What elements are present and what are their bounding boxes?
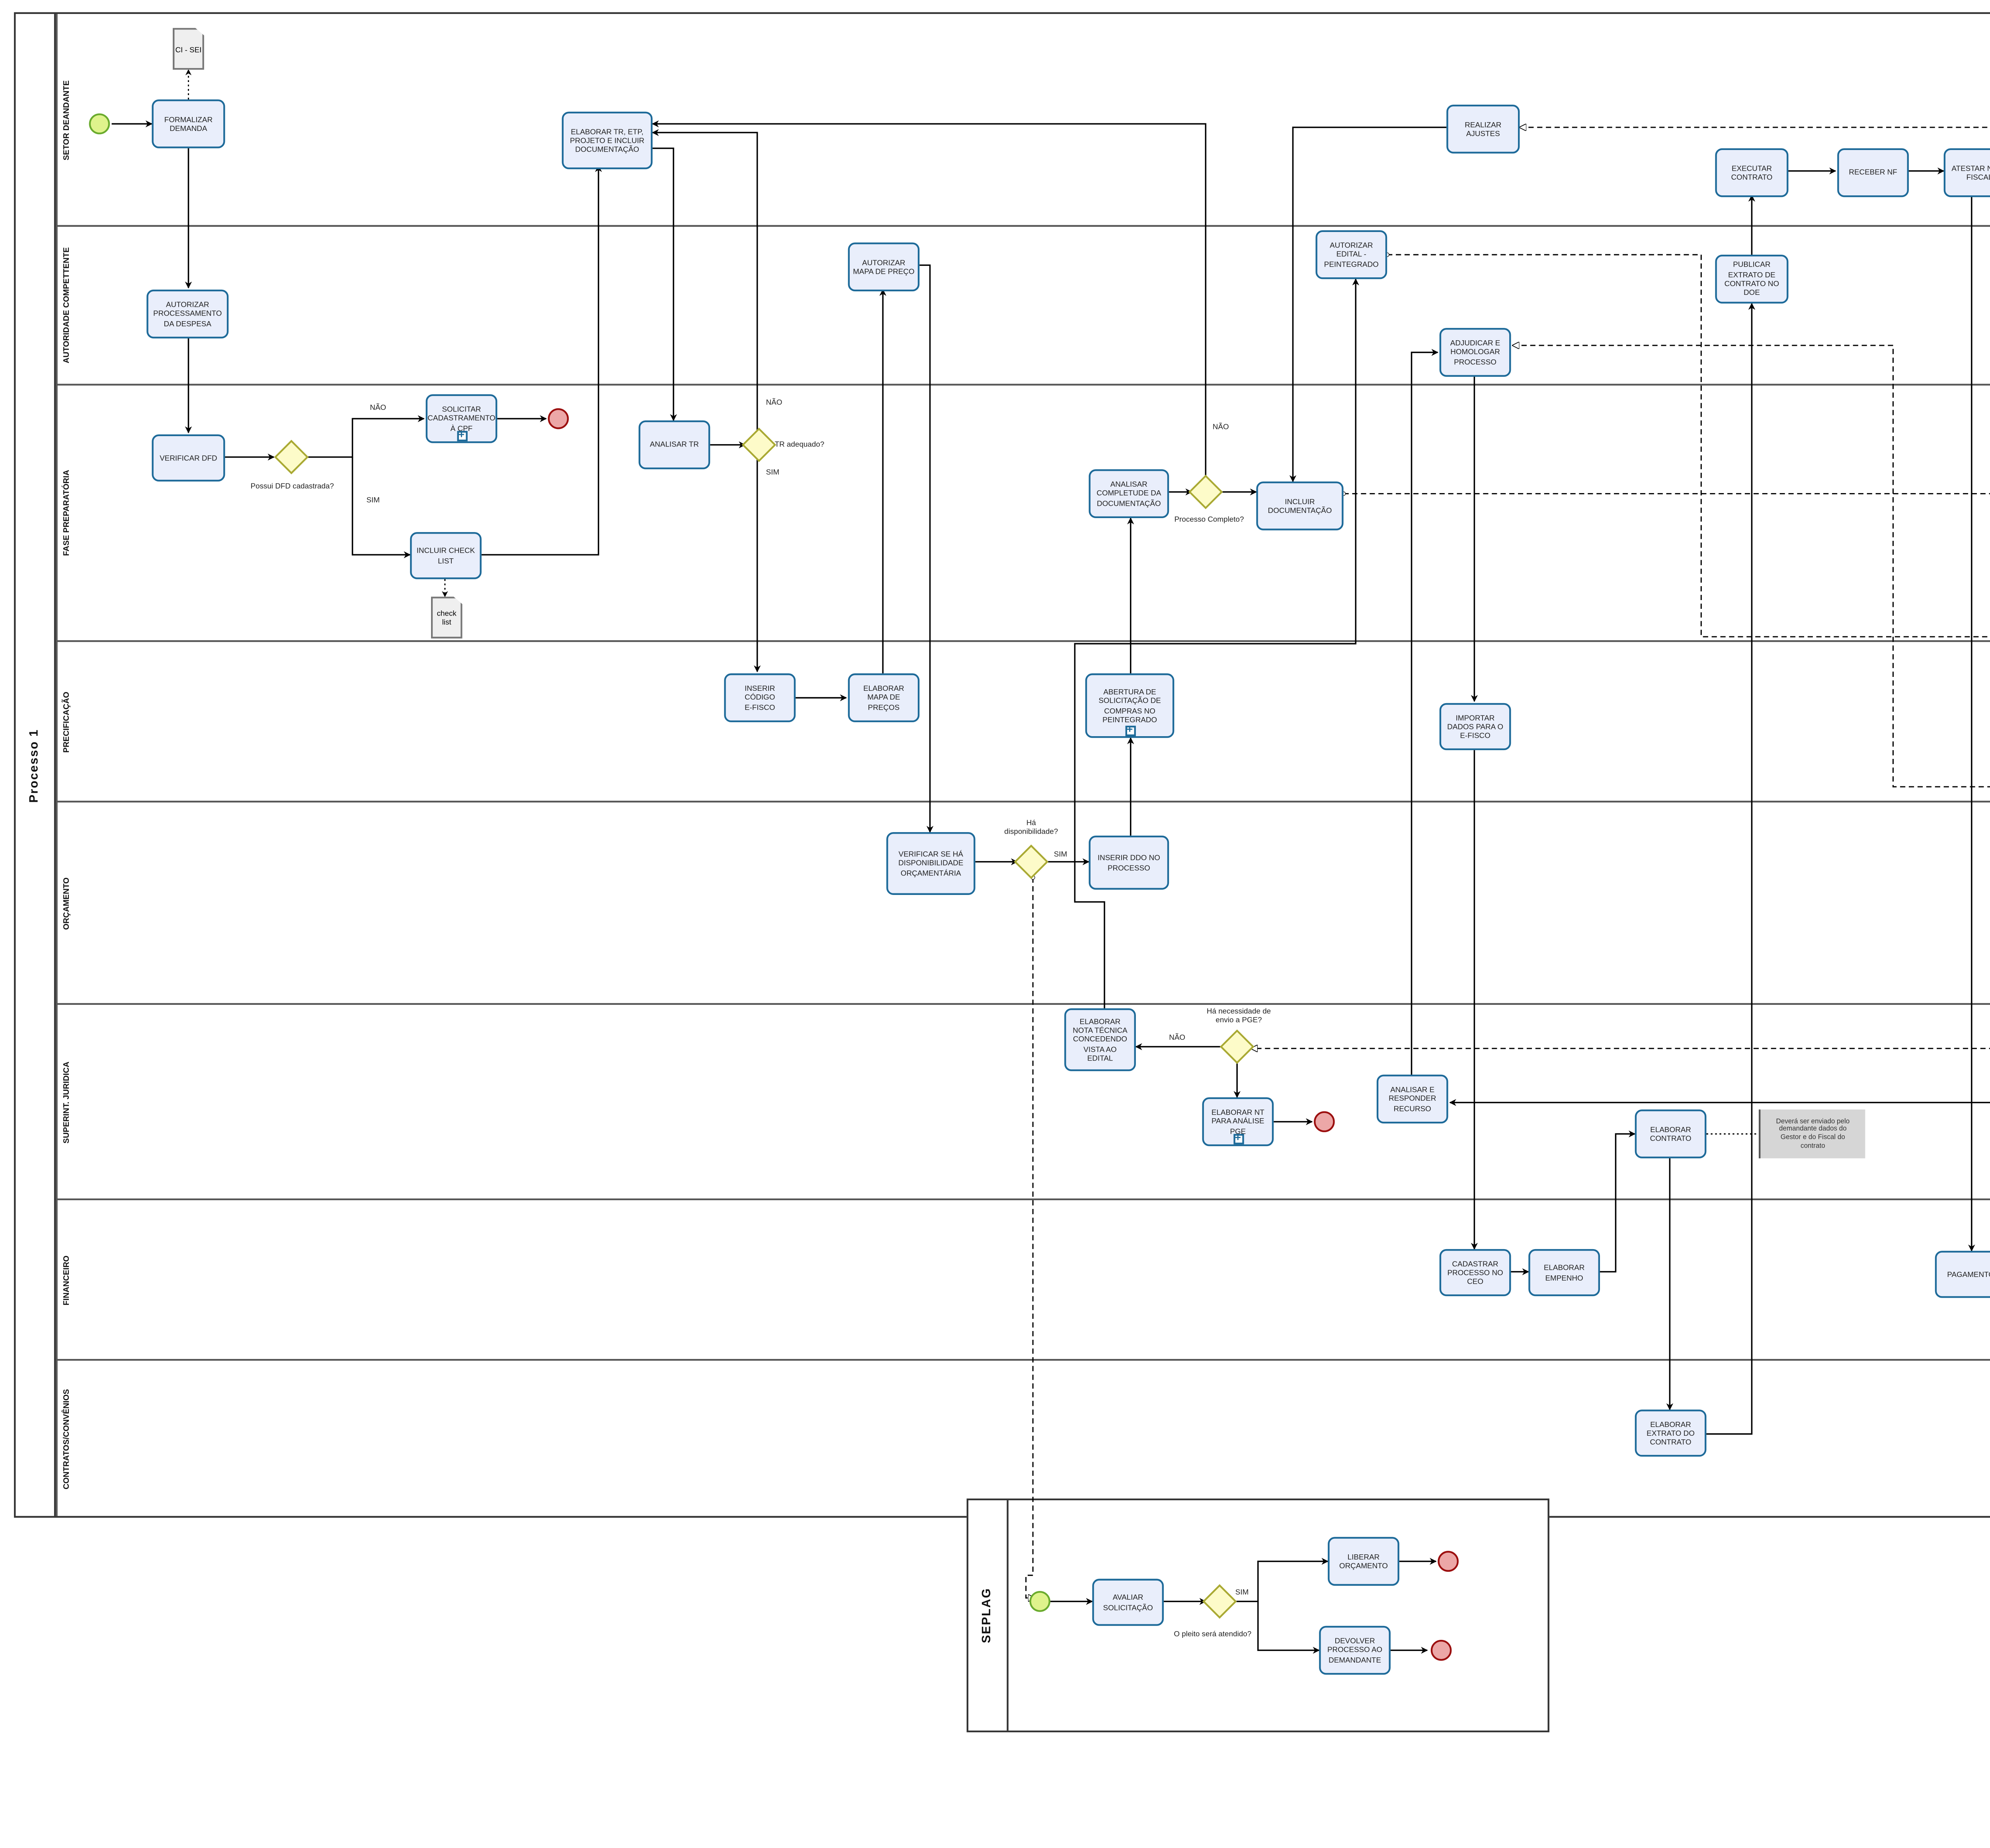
task-elaborar-empenho[interactable]: ELABORAR EMPENHO (1528, 1249, 1600, 1296)
task-adjudicar-homologar[interactable]: ADJUDICAR E HOMOLOGAR PROCESSO (1439, 328, 1511, 377)
end-event[interactable] (1314, 1111, 1335, 1133)
flow-label-nao: NÃO (1169, 1033, 1186, 1042)
flow-label-sim: SIM (1235, 1587, 1249, 1597)
flow-label-sim: SIM (366, 495, 380, 504)
annotation-note: Deverá ser enviado pelo demandante dados… (1758, 1109, 1865, 1158)
task-autorizar-despesa[interactable]: AUTORIZAR PROCESSAMENTO DA DESPESA (146, 289, 229, 339)
task-receber-nf[interactable]: RECEBER NF (1837, 148, 1909, 197)
flow-label-nao: NÃO (1212, 422, 1229, 431)
lane-autoridade: AUTORIDADE COMPETTENTE (56, 225, 1990, 384)
end-event[interactable] (1438, 1551, 1459, 1572)
gateway-label: O pleito será atendido? (1174, 1629, 1252, 1638)
task-analisar-recurso[interactable]: ANALISAR E RESPONDER RECURSO (1376, 1074, 1448, 1124)
lane-orcamento: ORÇAMENTO (56, 801, 1990, 1003)
task-verificar-dfd[interactable]: VERIFICAR DFD (152, 434, 225, 481)
task-elaborar-mapa-precos[interactable]: ELABORAR MAPA DE PREÇOS (848, 673, 920, 722)
start-event[interactable] (89, 113, 110, 135)
task-label: SOLICITAR CADASTRAMENTO À CPF (427, 405, 496, 432)
task-inserir-ddo[interactable]: INSERIR DDO NO PROCESSO (1089, 835, 1169, 890)
gateway-label: Há disponibilidade? (1004, 818, 1058, 836)
lane-header-divider (56, 14, 58, 1516)
task-elaborar-nota-tecnica[interactable]: ELABORAR NOTA TÉCNICA CONCEDENDO VISTA A… (1064, 1008, 1136, 1071)
task-elaborar-contrato[interactable]: ELABORAR CONTRATO (1635, 1109, 1707, 1158)
data-object-label: check list (437, 608, 457, 626)
pool-title: Processo 1 (29, 728, 41, 802)
task-verificar-disponibilidade[interactable]: VERIFICAR SE HÁ DISPONIBILIDADE ORÇAMENT… (886, 832, 975, 895)
gateway-label: Processo Completo? (1174, 515, 1244, 524)
gateway-label: Possui DFD cadastrada? (250, 481, 334, 490)
task-elaborar-extrato[interactable]: ELABORAR EXTRATO DO CONTRATO (1635, 1409, 1707, 1457)
subprocess-marker-icon[interactable]: + (1124, 725, 1135, 737)
flow-label-sim: SIM (1054, 849, 1067, 858)
pool-processo-1: Processo 1 SETOR DEANDANTE AUTORIDADE CO… (14, 12, 1990, 1518)
task-publicar-extrato[interactable]: PUBLICAR EXTRATO DE CONTRATO NO DOE (1715, 255, 1789, 304)
task-realizar-ajustes[interactable]: REALIZAR AJUSTES (1446, 105, 1520, 154)
task-inserir-codigo-efisco[interactable]: INSERIR CÓDIGO E-FISCO (724, 673, 796, 722)
lane-precificacao: PRECIFICAÇÃO (56, 640, 1990, 801)
pool-title: SEPLAG (981, 1587, 994, 1643)
task-abertura-solicitacao[interactable]: ABERTURA DE SOLICITAÇÃO DE COMPRAS NO PE… (1085, 673, 1174, 738)
task-elaborar-tr[interactable]: ELABORAR TR, ETP, PROJETO E INCLUIR DOCU… (562, 111, 653, 170)
gateway-label: TR adequado? (775, 439, 825, 448)
lane-contratos: CONTRATOS/CONVÊNIOS (56, 1359, 1990, 1518)
task-formalizar-demanda[interactable]: FORMALIZAR DEMANDA (152, 99, 225, 148)
lane-superint-juridica: SUPERINT. JURIDICA (56, 1003, 1990, 1199)
end-event[interactable] (1430, 1639, 1452, 1661)
task-label: ABERTURA DE SOLICITAÇÃO DE COMPRAS NO PE… (1098, 687, 1161, 724)
task-incluir-check-list[interactable]: INCLUIR CHECK LIST (410, 532, 482, 579)
task-importar-dados-efisco[interactable]: IMPORTAR DADOS PARA O E-FISCO (1439, 703, 1511, 751)
task-incluir-documentacao[interactable]: INCLUIR DOCUMENTAÇÃO (1256, 481, 1344, 530)
task-solicitar-cadastramento[interactable]: SOLICITAR CADASTRAMENTO À CPF+ (425, 394, 498, 443)
lane-setor: SETOR DEANDANTE (56, 14, 1990, 225)
message-start-event[interactable] (1029, 1591, 1051, 1612)
pool-seplag: SEPLAG (966, 1498, 1549, 1733)
task-label: ELABORAR NT PARA ANÁLISE PGE (1211, 1107, 1264, 1135)
task-devolver-processo[interactable]: DEVOLVER PROCESSO AO DEMANDANTE (1319, 1626, 1391, 1675)
task-avaliar-solicitacao[interactable]: AVALIAR SOLICITAÇÃO (1092, 1579, 1164, 1626)
task-atestar-nota-fiscal[interactable]: ATESTAR NOTA FISCAL (1943, 148, 1990, 197)
lane-fase-preparatoria: FASE PREPARATÓRIA (56, 384, 1990, 640)
lane-financeiro: FINANCEIRO (56, 1198, 1990, 1359)
end-event[interactable] (548, 408, 569, 429)
pool-header: Processo 1 (16, 14, 56, 1516)
subprocess-marker-icon[interactable]: + (1233, 1134, 1243, 1144)
task-cadastrar-ceo[interactable]: CADASTRAR PROCESSO NO CEO (1439, 1249, 1511, 1296)
data-object-check-list[interactable]: check list (431, 597, 462, 639)
gateway-label: Há necessidade de envio a PGE? (1206, 1006, 1271, 1025)
flow-label-nao: NÃO (370, 403, 386, 412)
flow-label-nao: NÃO (766, 398, 782, 407)
task-executar-contrato[interactable]: EXECUTAR CONTRATO (1715, 148, 1789, 197)
flow-label-sim: SIM (766, 467, 780, 476)
data-object-label: CI - SEI (175, 44, 202, 53)
task-autorizar-edital[interactable]: AUTORIZAR EDITAL - PEINTEGRADO (1315, 230, 1387, 279)
task-analisar-tr[interactable]: ANALISAR TR (638, 420, 710, 470)
task-pagamento[interactable]: PAGAMENTO (1935, 1251, 1990, 1298)
subprocess-marker-icon[interactable]: + (456, 431, 467, 442)
task-autorizar-mapa-preco[interactable]: AUTORIZAR MAPA DE PREÇO (848, 242, 920, 292)
task-elaborar-nt-pge[interactable]: ELABORAR NT PARA ANÁLISE PGE+ (1202, 1097, 1274, 1146)
task-liberar-orcamento[interactable]: LIBERAR ORÇAMENTO (1328, 1537, 1399, 1586)
pool-header: SEPLAG (968, 1500, 1009, 1731)
task-analisar-completude[interactable]: ANALISAR COMPLETUDE DA DOCUMENTAÇÃO (1089, 469, 1169, 519)
data-object-ci-sei[interactable]: CI - SEI (173, 28, 204, 70)
lane-header-column (56, 14, 87, 1516)
